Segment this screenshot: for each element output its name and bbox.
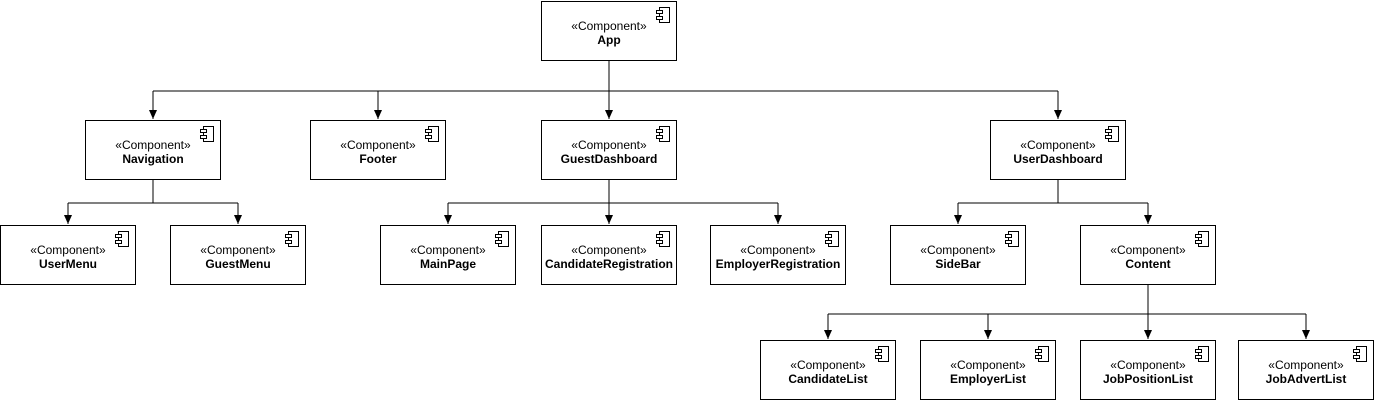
component-name: App bbox=[597, 33, 621, 47]
component-icon bbox=[115, 231, 129, 247]
component-user-menu: «Component»UserMenu bbox=[0, 225, 136, 285]
component-icon bbox=[1005, 231, 1019, 247]
component-job-advert-list: «Component»JobAdvertList bbox=[1238, 340, 1374, 400]
component-icon bbox=[656, 126, 670, 142]
component-stereotype: «Component» bbox=[340, 138, 416, 152]
component-candidate-list: «Component»CandidateList bbox=[760, 340, 896, 400]
component-guest-dashboard: «Component»GuestDashboard bbox=[541, 120, 677, 180]
component-stereotype: «Component» bbox=[740, 243, 816, 257]
component-stereotype: «Component» bbox=[790, 358, 866, 372]
component-stereotype: «Component» bbox=[30, 243, 106, 257]
component-stereotype: «Component» bbox=[1110, 243, 1186, 257]
component-stereotype: «Component» bbox=[115, 138, 191, 152]
component-name: Footer bbox=[359, 152, 397, 166]
component-content: «Component»Content bbox=[1080, 225, 1216, 285]
component-stereotype: «Component» bbox=[571, 138, 647, 152]
component-stereotype: «Component» bbox=[200, 243, 276, 257]
component-app: «Component»App bbox=[541, 1, 677, 61]
component-name: CandidateRegistration bbox=[544, 257, 673, 271]
component-name: JobAdvertList bbox=[1265, 372, 1347, 386]
component-name: SideBar bbox=[935, 257, 981, 271]
component-job-position-list: «Component»JobPositionList bbox=[1080, 340, 1216, 400]
component-name: UserMenu bbox=[38, 257, 97, 271]
component-guest-menu: «Component»GuestMenu bbox=[170, 225, 306, 285]
component-name: UserDashboard bbox=[1013, 152, 1103, 166]
component-icon bbox=[656, 231, 670, 247]
component-icon bbox=[1105, 126, 1119, 142]
component-stereotype: «Component» bbox=[920, 243, 996, 257]
component-stereotype: «Component» bbox=[1110, 358, 1186, 372]
component-employer-list: «Component»EmployerList bbox=[920, 340, 1056, 400]
component-name: MainPage bbox=[419, 257, 476, 271]
component-name: GuestMenu bbox=[205, 257, 271, 271]
component-stereotype: «Component» bbox=[571, 19, 647, 33]
component-icon bbox=[200, 126, 214, 142]
component-name: EmployerRegistration bbox=[715, 257, 841, 271]
component-icon bbox=[495, 231, 509, 247]
component-stereotype: «Component» bbox=[410, 243, 486, 257]
component-user-dashboard: «Component»UserDashboard bbox=[990, 120, 1126, 180]
component-candidate-registration: «Component»CandidateRegistration bbox=[541, 225, 677, 285]
component-stereotype: «Component» bbox=[1020, 138, 1096, 152]
component-icon bbox=[1195, 231, 1209, 247]
component-stereotype: «Component» bbox=[950, 358, 1026, 372]
component-icon bbox=[1353, 346, 1367, 362]
component-icon bbox=[656, 7, 670, 23]
component-icon bbox=[285, 231, 299, 247]
component-icon bbox=[875, 346, 889, 362]
component-navigation: «Component»Navigation bbox=[85, 120, 221, 180]
component-icon bbox=[425, 126, 439, 142]
component-main-page: «Component»MainPage bbox=[380, 225, 516, 285]
component-footer: «Component»Footer bbox=[310, 120, 446, 180]
component-name: Content bbox=[1125, 257, 1171, 271]
component-icon bbox=[1035, 346, 1049, 362]
component-employer-registration: «Component»EmployerRegistration bbox=[710, 225, 846, 285]
component-name: Navigation bbox=[122, 152, 184, 166]
component-icon bbox=[1195, 346, 1209, 362]
component-name: EmployerList bbox=[949, 372, 1027, 386]
component-name: JobPositionList bbox=[1103, 372, 1193, 386]
component-name: CandidateList bbox=[788, 372, 868, 386]
component-stereotype: «Component» bbox=[571, 243, 647, 257]
component-name: GuestDashboard bbox=[560, 152, 658, 166]
component-icon bbox=[825, 231, 839, 247]
component-side-bar: «Component»SideBar bbox=[890, 225, 1026, 285]
component-stereotype: «Component» bbox=[1268, 358, 1344, 372]
